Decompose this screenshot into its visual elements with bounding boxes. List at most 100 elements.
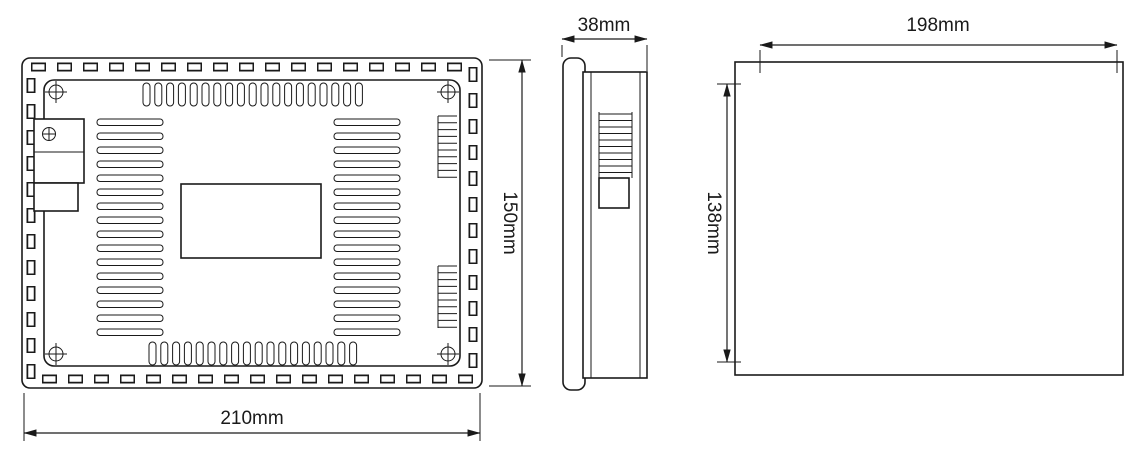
vent-slot [278, 341, 287, 366]
vent-slot [337, 341, 346, 366]
front-width-label: 198mm [906, 15, 969, 36]
vent-slot [248, 82, 257, 107]
back-view [21, 57, 483, 389]
side-connector-comb [598, 112, 633, 209]
vent-slot [177, 82, 186, 107]
connector-housing [598, 177, 630, 209]
top-vent-slots [142, 82, 363, 107]
vent-slot [333, 202, 401, 210]
vent-slot [96, 132, 164, 140]
dim-back-width: 210mm [23, 393, 481, 441]
vent-slot [154, 82, 163, 107]
vent-slot [333, 258, 401, 266]
vent-slot [96, 174, 164, 182]
vent-slot [295, 82, 304, 107]
vent-slot [213, 82, 222, 107]
right-vent-column [333, 118, 401, 336]
body-profile [582, 71, 648, 379]
side-view [562, 57, 648, 391]
vent-slot [96, 118, 164, 126]
vent-slot [96, 328, 164, 336]
vent-slot [284, 82, 293, 107]
screw-mark-icon [437, 81, 459, 103]
vent-slot [333, 314, 401, 322]
bottom-vent-slots [148, 341, 358, 366]
vent-slot [349, 341, 358, 366]
vent-slot [96, 230, 164, 238]
nameplate [180, 183, 322, 259]
front-bezel-profile [562, 57, 586, 391]
vent-slot [96, 286, 164, 294]
vent-slot [160, 341, 169, 366]
vent-slot [207, 341, 216, 366]
vent-slot [172, 341, 181, 366]
mounting-tab-band-mask [28, 64, 476, 382]
terminal-block-lower [33, 182, 79, 212]
screw-mark-icon [45, 81, 67, 103]
front-panel-face [734, 61, 1124, 376]
vent-slot [301, 341, 310, 366]
vent-slot [225, 82, 234, 107]
vent-slot [333, 118, 401, 126]
vent-slot [96, 188, 164, 196]
vent-slot [333, 286, 401, 294]
vent-slot [201, 82, 210, 107]
comb-teeth [599, 113, 632, 173]
back-height-label: 150mm [499, 191, 520, 254]
vent-slot [260, 82, 269, 107]
vent-slot [307, 82, 316, 107]
dim-back-height: 150mm [489, 59, 531, 387]
vent-slot [333, 146, 401, 154]
connector-comb-top [437, 115, 457, 178]
vent-slot [96, 244, 164, 252]
vent-slot [333, 300, 401, 308]
screw-mark-icon [437, 343, 459, 365]
left-vent-column [96, 118, 164, 336]
vent-slot [333, 328, 401, 336]
side-depth-label: 38mm [578, 15, 631, 36]
comb-teeth [438, 115, 457, 178]
side-terminal-block [33, 118, 85, 212]
dim-front-height: 138mm [703, 83, 741, 363]
vent-slot [189, 82, 198, 107]
dim-front-width: 198mm [759, 15, 1118, 73]
vent-slot [195, 341, 204, 366]
front-height-label: 138mm [703, 191, 724, 254]
vent-slot [148, 341, 157, 366]
vent-slot [236, 82, 245, 107]
front-view [734, 61, 1124, 376]
vent-slot [325, 341, 334, 366]
vent-slot [319, 82, 328, 107]
vent-slot [96, 146, 164, 154]
vent-slot [254, 341, 263, 366]
vent-slot [166, 82, 175, 107]
vent-slot [96, 272, 164, 280]
vent-slot [333, 272, 401, 280]
vent-slot [333, 174, 401, 182]
vent-slot [96, 216, 164, 224]
comb-teeth [438, 265, 457, 328]
vent-slot [313, 341, 322, 366]
vent-slot [96, 258, 164, 266]
vent-slot [333, 132, 401, 140]
vent-slot [333, 188, 401, 196]
vent-slot [290, 341, 299, 366]
vent-slot [96, 314, 164, 322]
connector-comb-bottom [437, 265, 457, 328]
vent-slot [96, 160, 164, 168]
screw-mark-icon [45, 343, 67, 365]
vent-slot [343, 82, 352, 107]
terminal-block-body [33, 118, 85, 184]
back-width-label: 210mm [220, 408, 283, 429]
vent-slot [96, 202, 164, 210]
vent-slot [96, 300, 164, 308]
vent-slot [333, 216, 401, 224]
vent-slot [333, 160, 401, 168]
vent-slot [354, 82, 363, 107]
vent-slot [242, 341, 251, 366]
vent-slot [331, 82, 340, 107]
vent-slot [183, 341, 192, 366]
dim-side-depth: 38mm [561, 15, 648, 71]
